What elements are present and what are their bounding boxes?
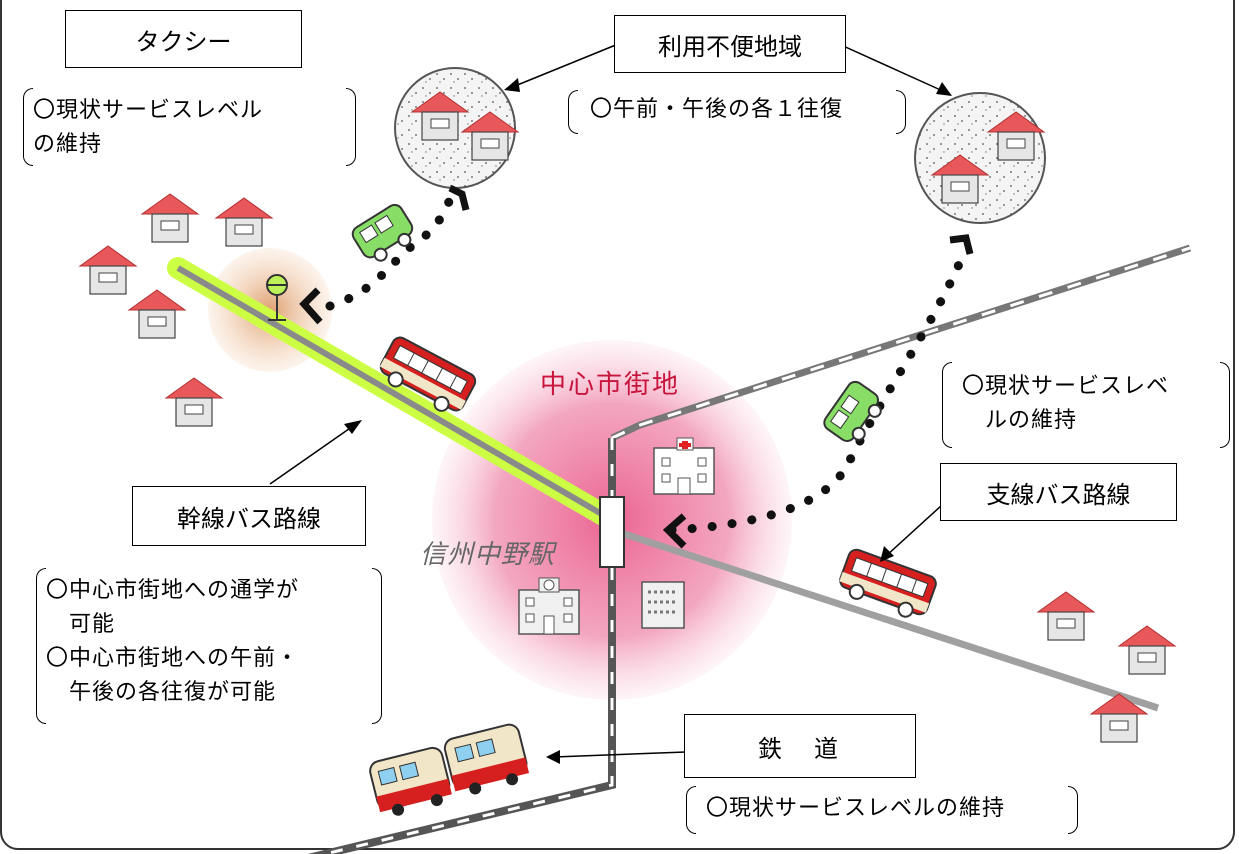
bus-icon [379, 336, 477, 412]
callout-line [553, 751, 687, 758]
station-building [599, 496, 625, 568]
railway-note: 〇現状サービスレベルの維持 [686, 786, 1078, 834]
callout-line [829, 39, 946, 93]
note-line: 午後の各往復が可能 [46, 680, 277, 705]
hospital-icon [653, 437, 715, 495]
note-line: 〇午前・午後の各１往復 [590, 97, 844, 122]
station-label: 信州中野駅 [420, 540, 556, 570]
arrowhead-icon [936, 82, 952, 96]
house-icon [128, 289, 186, 339]
house-icon [1037, 591, 1095, 641]
inconvenient-area-label: 利用不便地域 [614, 15, 846, 73]
house-icon [215, 197, 273, 247]
taxi-label: タクシー [65, 10, 302, 68]
house-icon [141, 193, 199, 243]
chevron-left-icon [662, 513, 687, 549]
railway-label: 鉄 道 [684, 714, 916, 778]
note-line: 〇中心市街地への通学が [46, 578, 300, 603]
arrowhead-icon [344, 420, 362, 434]
trunk-bus-route [167, 257, 623, 531]
trunk-bus-label: 幹線バス路線 [132, 486, 366, 546]
inconvenient-area-note: 〇午前・午後の各１往復 [568, 90, 906, 134]
branch-bus-label: 支線バス路線 [940, 463, 1177, 521]
note-line: の維持 [33, 132, 103, 157]
taxi-note: 〇現状サービスレベル の維持 [23, 88, 356, 166]
bus-icon [839, 548, 937, 618]
callout-line [509, 39, 629, 89]
note-line: 〇現状サービスレベ [962, 374, 1170, 399]
trunk-bus-note: 〇中心市街地への通学が 可能 〇中心市街地への午前・ 午後の各往復が可能 [36, 568, 382, 724]
arrowhead-icon [504, 78, 520, 92]
callout-line [269, 423, 357, 485]
branch-bus-note: 〇現状サービスレベ ルの維持 [942, 362, 1230, 448]
arrowhead-icon [546, 750, 560, 764]
city-center-label: 中心市街地 [540, 370, 681, 400]
house-icon [79, 245, 137, 295]
chevron-up-icon [949, 234, 974, 255]
school-icon [518, 577, 580, 635]
bus-stop-icon [266, 274, 288, 321]
note-line: 〇現状サービスレベル [33, 98, 264, 123]
train-icon [369, 723, 530, 816]
northeast-road [610, 244, 1192, 442]
house-icon [165, 377, 223, 427]
chevron-left-icon [299, 287, 323, 325]
branch-bus-route [610, 526, 1160, 712]
note-line: ルの維持 [962, 408, 1078, 433]
callout-line [885, 504, 943, 557]
office-building-icon [641, 581, 685, 629]
demand-route-right [667, 257, 965, 535]
note-line: 〇中心市街地への午前・ [46, 646, 300, 671]
house-icon [1118, 625, 1176, 675]
chevron-up-icon [448, 184, 470, 211]
arrowhead-icon [880, 546, 894, 562]
note-line: 可能 [46, 612, 116, 637]
minibus-icon [351, 203, 414, 262]
minibus-icon [823, 380, 882, 442]
note-line: 〇現状サービスレベルの維持 [706, 796, 1006, 821]
